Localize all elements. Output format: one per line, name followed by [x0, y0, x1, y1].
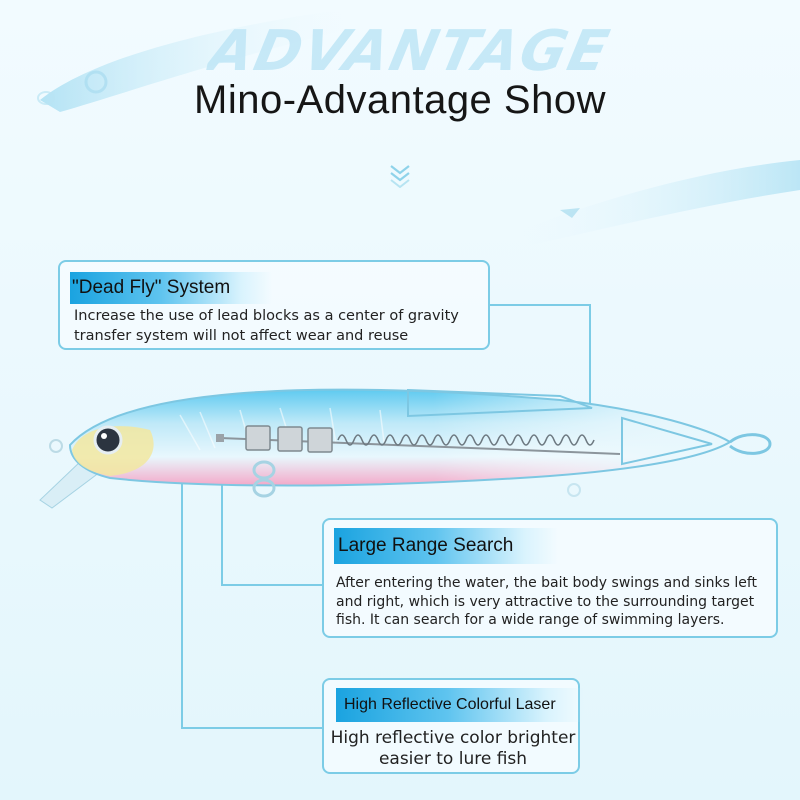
- background-lure-top-left: [37, 10, 345, 112]
- feature-tag: High Reflective Colorful Laser: [336, 688, 584, 722]
- feature-description: After entering the water, the bait body …: [336, 575, 758, 628]
- connector-laser: [181, 480, 322, 729]
- chevron-double-down-icon: [390, 165, 410, 188]
- page-title: Mino-Advantage Show: [194, 78, 606, 122]
- feature-tag: "Dead Fly" System: [70, 272, 272, 304]
- feature-card-laser: High Reflective Colorful Laser High refl…: [322, 678, 584, 774]
- lure-spring: [337, 434, 595, 446]
- feature-description-line: High reflective color brighter: [330, 728, 576, 748]
- feature-description: High reflective color brighter easier to…: [324, 728, 582, 770]
- lure-weight-blocks: [245, 425, 333, 453]
- feature-card-dead-fly: "Dead Fly" System Increase the use of le…: [58, 260, 490, 350]
- feature-description-line: easier to lure fish: [378, 749, 528, 769]
- connector-range-search: [221, 470, 322, 586]
- connector-dead-fly: [490, 304, 591, 408]
- feature-tag: Large Range Search: [334, 528, 558, 564]
- feature-card-range-search: Large Range Search After entering the wa…: [322, 518, 778, 638]
- lure-illustration: [39, 388, 772, 509]
- background-lure-right: [520, 160, 800, 245]
- lure-belly-eye: [252, 460, 276, 498]
- feature-description: Increase the use of lead blocks as a cen…: [74, 308, 459, 344]
- lure-eye: [93, 425, 123, 455]
- lure-tail-eye: [729, 433, 772, 455]
